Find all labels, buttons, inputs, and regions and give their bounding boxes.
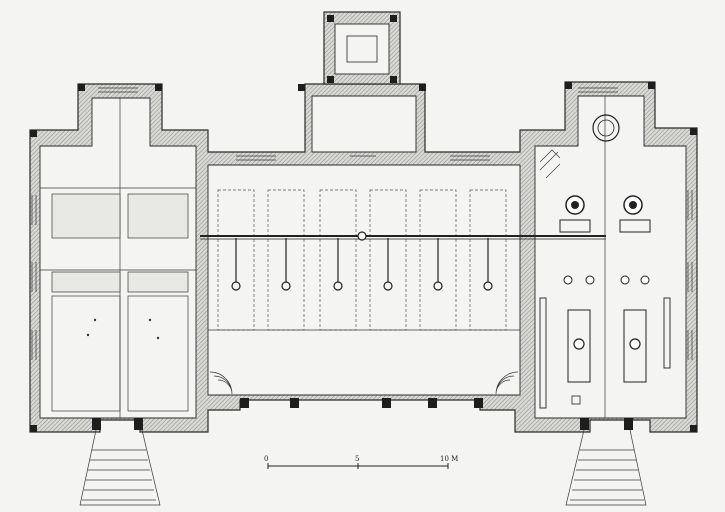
exterior-walls bbox=[29, 11, 698, 433]
central-hall bbox=[200, 155, 606, 395]
windows bbox=[31, 87, 693, 360]
scale-label-10: 10 M bbox=[440, 455, 458, 463]
entrance-stairs bbox=[79, 429, 647, 506]
piers bbox=[30, 15, 697, 432]
scale-label-5: 5 bbox=[355, 455, 359, 463]
scale-label-0: 0 bbox=[264, 455, 268, 463]
right-wing-machinery bbox=[539, 96, 671, 418]
left-wing-rooms bbox=[40, 98, 196, 418]
scale-bar: 0 5 10 M bbox=[264, 455, 458, 469]
